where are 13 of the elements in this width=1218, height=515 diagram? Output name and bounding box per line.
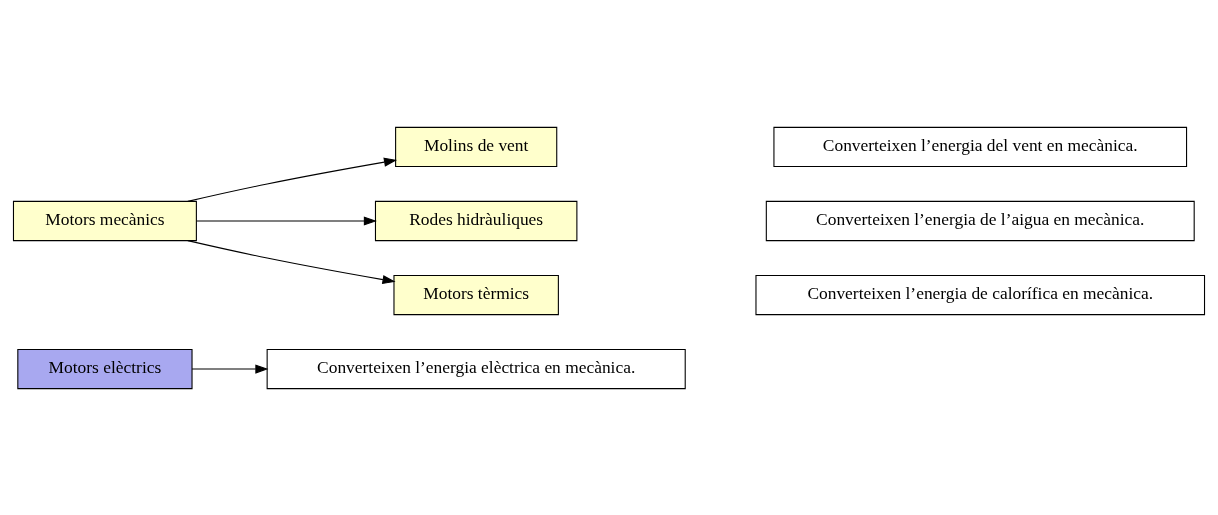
node-box: Rodes hidràuliques	[374, 200, 578, 241]
node-box: Molins de vent	[395, 126, 558, 167]
node-box: Motors mecànics	[12, 200, 197, 241]
node-box: Converteixen l’energia elèctrica en mecànica.	[266, 348, 686, 389]
node-box: Converteixen l’energia de calorífica en mecànica.	[755, 274, 1206, 315]
arrow	[187, 239, 396, 284]
node-box: Motors tèrmics	[393, 274, 559, 315]
node-box: Converteixen l’energia de l’aigua en mecànica.	[765, 200, 1195, 241]
arrow	[191, 363, 269, 374]
node-box: Converteixen l’energia del vent en mecànica.	[773, 126, 1188, 167]
node-box: Motors elèctrics	[17, 348, 193, 389]
arrow	[196, 215, 377, 226]
arrow	[187, 157, 398, 202]
